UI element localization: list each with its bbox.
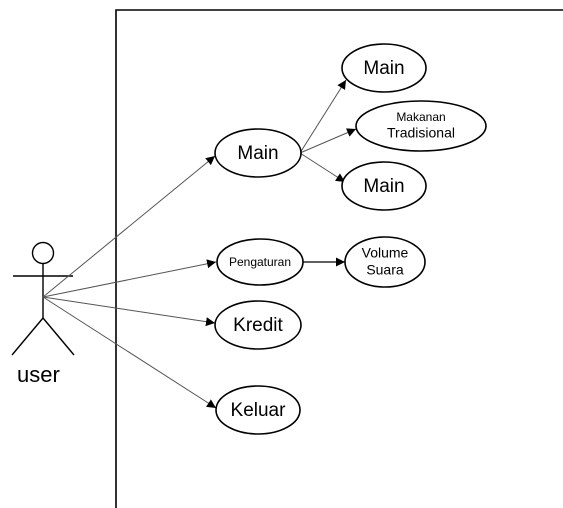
use-case-pengaturan-label: Pengaturan	[229, 255, 291, 269]
use-case-kredit-label: Kredit	[233, 315, 283, 336]
use-case-volume-shape	[344, 236, 426, 288]
use-case-main-label: Main	[237, 143, 278, 164]
use-case-kredit-shape	[214, 300, 302, 350]
use-case-volume-label-1: Volume	[362, 245, 409, 261]
edge-main-main-bottom	[299, 152, 346, 183]
use-case-keluar-shape	[215, 385, 301, 435]
edge-main-main-top	[299, 79, 347, 154]
actor-right-leg	[42, 317, 75, 356]
use-case-main-top-label: Main	[363, 58, 404, 79]
use-case-makanan-label-2: Tradisional	[387, 125, 455, 141]
edge-user-keluar	[42, 296, 217, 409]
use-case-makanan-shape	[355, 100, 487, 152]
use-case-keluar-label: Keluar	[231, 400, 287, 421]
actor-label: user	[17, 362, 60, 387]
use-case-main-top-shape	[341, 43, 427, 93]
use-case-main-bottom: Main	[341, 161, 427, 211]
use-case-pengaturan: Pengaturan	[216, 238, 304, 286]
edge-user-pengaturan	[42, 259, 217, 298]
use-case-main: Main	[214, 128, 302, 178]
use-case-main-bottom-label: Main	[363, 176, 404, 197]
use-case-main-shape	[214, 128, 302, 178]
use-case-keluar: Keluar	[215, 385, 301, 435]
system-boundary	[115, 9, 563, 508]
edge-user-main	[42, 155, 216, 298]
use-case-volume-suara: Volume Suara	[344, 236, 426, 288]
use-case-volume-label-2: Suara	[366, 262, 404, 278]
actor-head	[31, 241, 55, 265]
actor-left-leg	[11, 317, 44, 356]
use-case-makanan-label-1: Makanan	[396, 110, 445, 124]
actor-user: user	[11, 241, 75, 387]
edge-main-makanan	[299, 128, 357, 154]
use-case-main-bottom-shape	[341, 161, 427, 211]
edge-user-kredit	[42, 296, 216, 327]
use-case-pengaturan-shape	[216, 238, 304, 286]
use-case-kredit: Kredit	[214, 300, 302, 350]
use-case-makanan-tradisional: Makanan Tradisional	[355, 100, 487, 152]
use-case-main-top: Main	[341, 43, 427, 93]
